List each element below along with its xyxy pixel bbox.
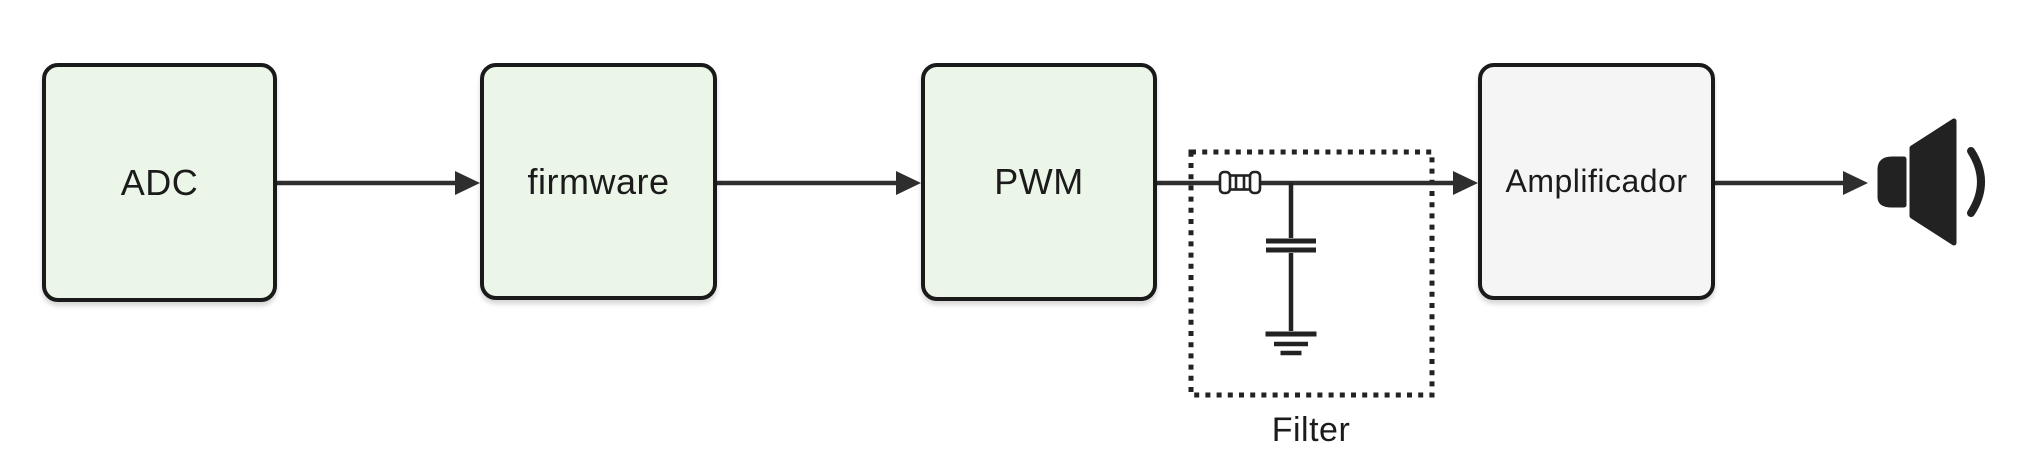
speaker-icon (1877, 118, 1985, 246)
speaker-sound-arc (1967, 147, 1985, 217)
arrow-firmware-to-pwm (717, 171, 921, 195)
speaker-cone (1909, 118, 1957, 246)
arrowhead-icon (455, 171, 480, 195)
arrow-amplificador-to-speaker (1715, 171, 1868, 195)
node-amplificador-label: Amplificador (1505, 163, 1688, 199)
node-amplificador: Amplificador (1478, 63, 1715, 300)
node-pwm-label: PWM (994, 161, 1084, 202)
filter-dotted-box (1188, 149, 1435, 398)
arrow-adc-to-firmware (277, 171, 480, 195)
resistor-cap-right (1248, 170, 1262, 195)
resistor-icon (1218, 170, 1262, 195)
arrowhead-icon (896, 171, 921, 195)
node-firmware-label: firmware (527, 160, 670, 202)
node-adc: ADC (42, 63, 277, 302)
speaker-driver (1877, 156, 1907, 208)
node-pwm: PWM (921, 63, 1157, 301)
arrowhead-icon (1843, 171, 1868, 195)
node-firmware: firmware (480, 63, 717, 300)
ground-icon (1265, 331, 1317, 356)
capacitor-icon (1266, 183, 1316, 331)
filter-group-label: Filter (1271, 411, 1351, 449)
arrow-pwm-to-amplificador (1157, 171, 1478, 195)
resistor-cap-left (1218, 170, 1232, 195)
node-adc-label: ADC (120, 161, 199, 203)
arrowhead-icon (1453, 171, 1478, 195)
